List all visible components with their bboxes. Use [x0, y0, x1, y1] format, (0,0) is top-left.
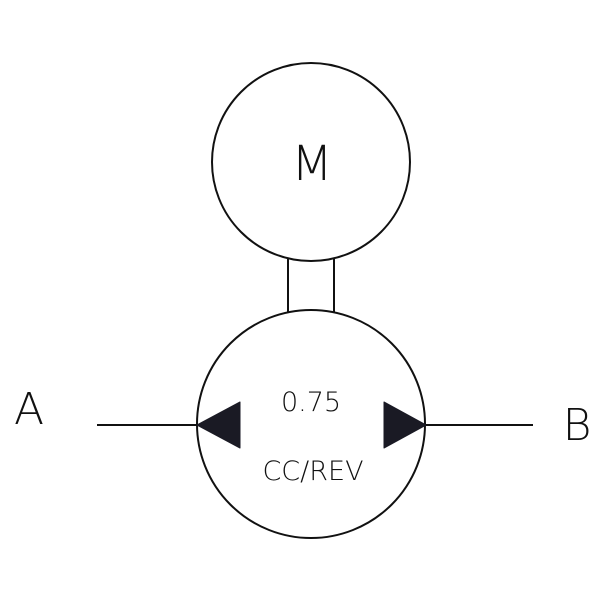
pump-unit: CC/REV — [262, 456, 363, 487]
left-flow-arrow-icon — [196, 401, 241, 449]
port-b-label: B — [563, 400, 592, 451]
motor-circle — [211, 62, 411, 262]
right-flow-arrow-icon — [383, 401, 427, 449]
pump-displacement: 0.75 — [281, 387, 341, 418]
port-a-label: A — [14, 384, 44, 435]
motor-label: M — [291, 136, 332, 192]
